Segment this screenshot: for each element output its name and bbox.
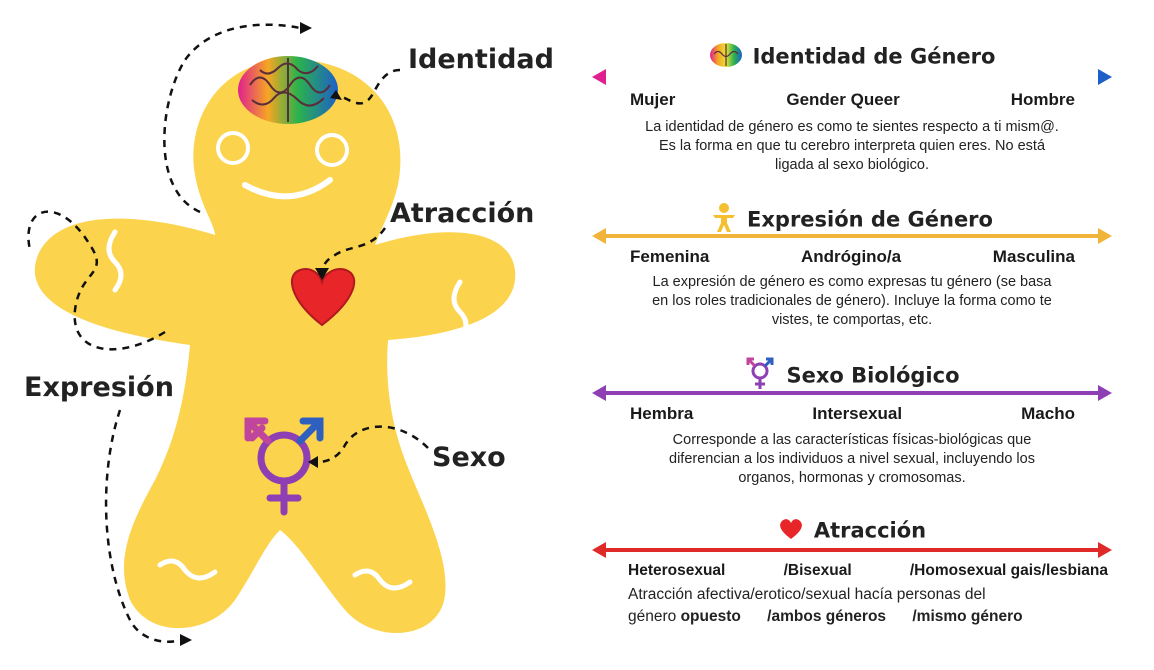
label-sexo: Sexo — [432, 442, 506, 473]
dashed-arrows — [27, 23, 429, 644]
sex-description: Corresponde a las características física… — [669, 432, 1035, 486]
transgender-symbol-icon — [744, 356, 776, 397]
label-identidad: Identidad — [408, 44, 554, 75]
label-atraccion: Atracción — [390, 198, 535, 229]
end-heterosexual: Heterosexual — [628, 562, 726, 579]
end-homosexual: /Homosexual gais/lesbiana — [909, 562, 1108, 579]
person-icon — [711, 203, 737, 238]
section-title: Atracción — [592, 518, 1112, 545]
label-expresion: Expresión — [24, 372, 174, 403]
section-title: Expresión de Género — [592, 203, 1112, 238]
end-masculina: Masculina — [992, 247, 1075, 266]
identity-description: La identidad de género es como te siente… — [645, 119, 1059, 173]
gingerbread-body — [34, 59, 516, 633]
identity-spectrum-arrow — [592, 69, 1112, 85]
end-gender-queer: Gender Queer — [786, 90, 900, 109]
gingerbread-figure: Identidad Atracción Expresión Sexo — [0, 0, 580, 665]
sex-spectrum-labels: Hembra Intersexual Macho — [630, 404, 1075, 424]
attraction-description: Atracción afectiva/erotico/sexual hacía … — [628, 586, 1023, 625]
end-hembra: Hembra — [630, 404, 694, 423]
expression-description: La expresión de género es como expresas … — [652, 274, 1052, 328]
arrowheads — [180, 22, 342, 646]
end-bisexual: /Bisexual — [783, 562, 852, 579]
expression-spectrum-arrow — [592, 228, 1112, 244]
expression-spectrum-labels: Femenina Andrógino/a Masculina — [630, 247, 1075, 267]
right-eye — [315, 133, 349, 167]
heart-icon — [778, 518, 804, 545]
brain-icon — [238, 56, 338, 124]
transgender-symbol-icon — [244, 417, 324, 516]
attraction-spectrum-labels: Heterosexual /Bisexual /Homosexual gais/… — [628, 562, 1108, 580]
identity-spectrum-labels: Mujer Gender Queer Hombre — [630, 90, 1075, 110]
end-intersexual: Intersexual — [812, 404, 903, 423]
gingerbread-illustration — [27, 22, 516, 646]
icing-lines — [106, 177, 469, 591]
end-hombre: Hombre — [1010, 90, 1075, 109]
sex-spectrum-arrow — [592, 385, 1112, 401]
heart-icon — [291, 268, 356, 327]
section-title: Identidad de Género — [592, 42, 1112, 73]
end-mujer: Mujer — [630, 90, 676, 109]
end-androgino: Andrógino/a — [801, 247, 902, 266]
end-macho: Macho — [1021, 404, 1075, 423]
attraction-spectrum-arrow — [592, 542, 1112, 558]
brain-icon — [709, 42, 743, 73]
end-femenina: Femenina — [630, 247, 710, 266]
section-title: Sexo Biológico — [592, 356, 1112, 397]
left-eye — [216, 131, 250, 165]
